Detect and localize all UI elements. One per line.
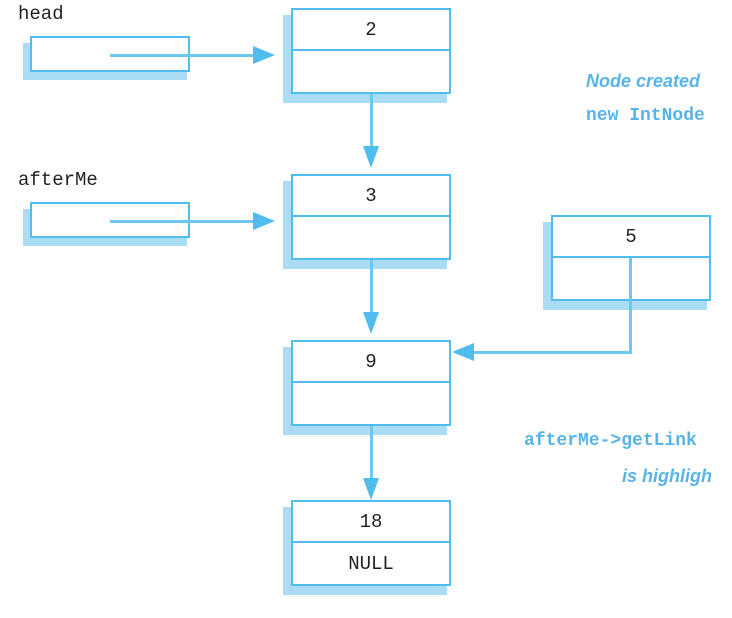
node-18: 18 NULL [291,500,451,586]
link-line-node-2-to-3 [370,94,373,150]
arrow-head-to-node-2 [253,46,275,64]
pointer-label-afterme: afterMe [18,169,98,191]
pointer-line-head [110,54,258,57]
arrow-afterme-to-node-3 [253,212,275,230]
node-18-link-null: NULL [348,552,394,575]
link-line-node-5-down [629,258,632,353]
node-2-value: 2 [293,10,449,51]
node-2-link [293,51,449,92]
node-3-value: 3 [293,176,449,217]
annotation-node-created: Node created [586,71,701,91]
node-9-value: 9 [293,342,449,383]
arrow-node-2-to-3 [363,146,379,168]
link-line-node-9-to-18 [370,426,373,482]
node-9: 9 [291,340,451,426]
arrow-node-5-to-9 [452,343,474,361]
node-2: 2 [291,8,451,94]
node-9-link [293,383,449,424]
node-18-value: 18 [293,502,449,543]
pointer-line-afterme [110,220,258,223]
pointer-label-head: head [18,3,64,25]
annotation-is-highlighted: is highligh [622,466,712,486]
node-5-value: 5 [553,217,709,258]
link-line-node-3-to-9 [370,260,373,316]
node-3-link [293,217,449,258]
link-line-node-5-to-9 [474,351,632,354]
arrow-node-9-to-18 [363,478,379,500]
annotation-new-intnode: new IntNode [586,106,705,126]
arrow-node-3-to-9 [363,312,379,334]
node-3: 3 [291,174,451,260]
annotation-afterme-getlink: afterMe->getLink [524,431,697,451]
